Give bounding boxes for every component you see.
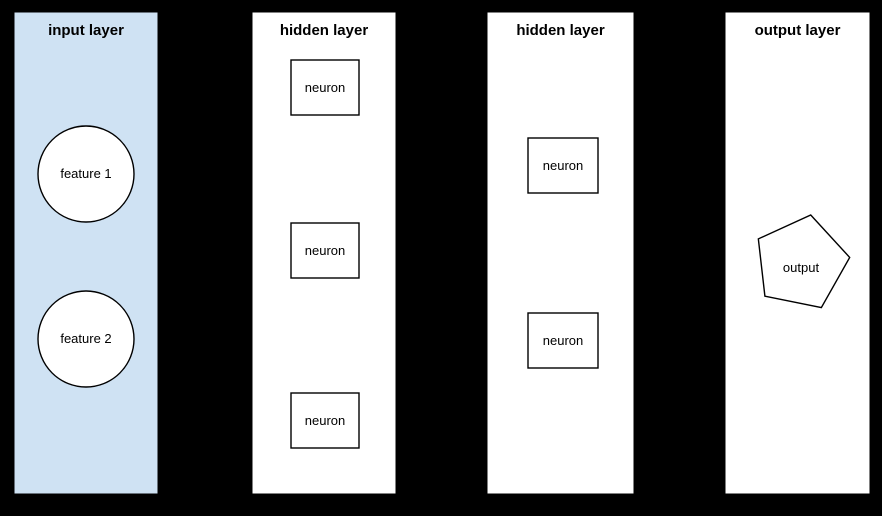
layer-title-input: input layer [48,22,124,39]
node-h2-neuron-2[interactable] [527,312,599,369]
node-feature-1[interactable] [37,125,135,223]
node-label-h1-neuron-3: neuron [304,412,346,428]
node-feature-2[interactable] [37,290,135,388]
layer-panel-input [13,11,159,495]
node-h1-neuron-1[interactable] [290,59,360,116]
layer-title-hidden-2: hidden layer [516,22,605,39]
node-label-feature-1: feature 1 [60,166,112,181]
node-label-feature-2: feature 2 [60,331,112,346]
node-label-output-node: output [782,260,820,275]
layer-title-output: output layer [754,22,841,39]
layer-panel-hidden-2 [486,11,635,495]
node-label-h2-neuron-2: neuron [542,332,584,348]
node-label-h1-neuron-1: neuron [304,79,346,95]
node-label-h1-neuron-2: neuron [304,242,346,258]
node-output-node[interactable] [757,214,851,309]
node-h1-neuron-3[interactable] [290,392,360,449]
layer-title-hidden-1: hidden layer [279,22,369,39]
node-label-h2-neuron-1: neuron [542,157,584,173]
node-h2-neuron-1[interactable] [527,137,599,194]
